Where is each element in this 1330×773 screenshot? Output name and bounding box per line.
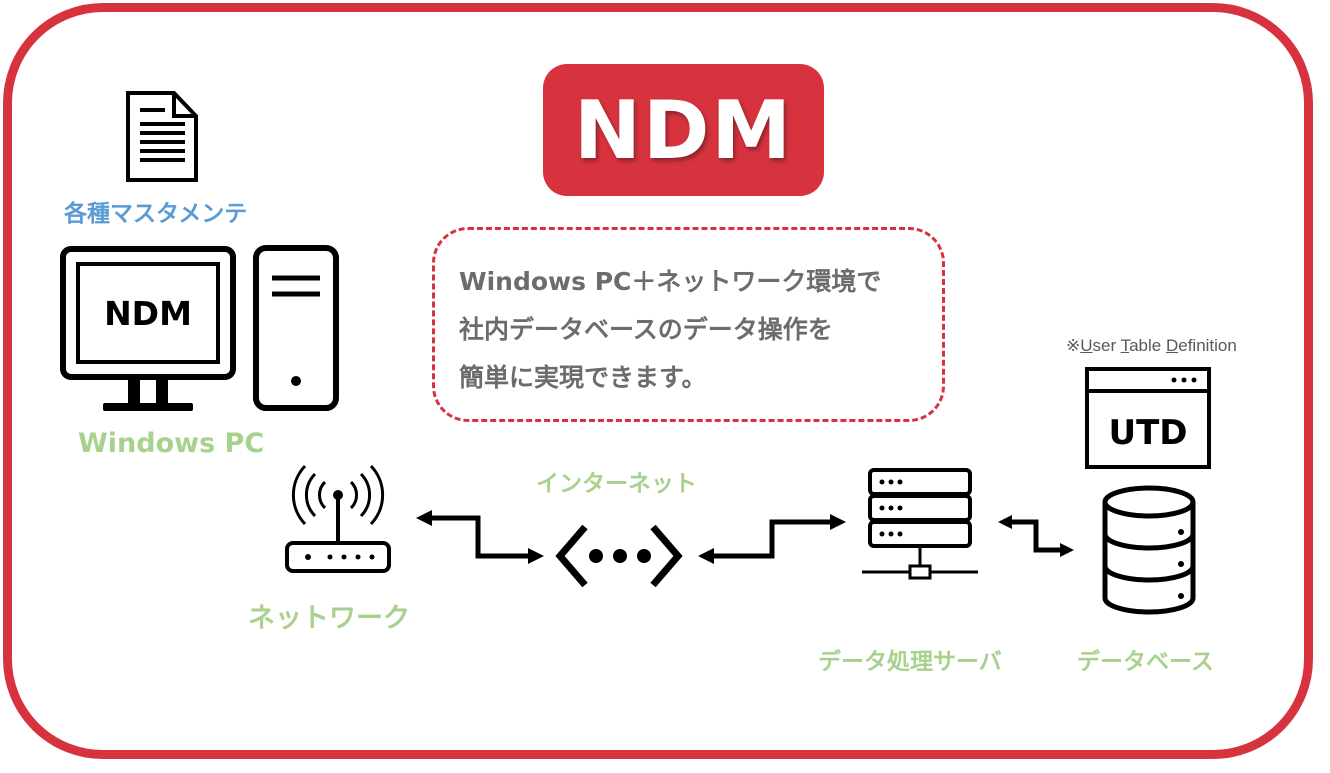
utd-note: ※User Table Definition xyxy=(1066,336,1237,356)
window-icon xyxy=(1085,367,1211,469)
server-icon xyxy=(862,468,978,580)
network-label: ネットワーク xyxy=(248,603,410,634)
utd-note-d: D xyxy=(1165,336,1179,355)
document-icon xyxy=(126,91,198,182)
arrow-server-database xyxy=(998,515,1074,557)
description-line-1: Windows PC＋ネットワーク環境で xyxy=(459,267,882,296)
diagram-frame xyxy=(3,3,1313,759)
arrow-router-internet xyxy=(416,510,544,564)
database-icon xyxy=(1102,485,1196,615)
utd-note-user: ser xyxy=(1092,336,1121,355)
description-callout: Windows PC＋ネットワーク環境で 社内データベースのデータ操作を 簡単に… xyxy=(432,227,945,422)
windows-pc-label: Windows PC xyxy=(78,428,265,459)
screen-text: NDM xyxy=(104,294,192,333)
utd-note-table: able xyxy=(1129,336,1166,355)
page-title: NDM xyxy=(574,83,793,177)
internet-label: インターネット xyxy=(536,471,697,497)
utd-note-prefix: ※ xyxy=(1066,336,1081,355)
database-label: データベース xyxy=(1077,649,1214,675)
internet-icon xyxy=(555,524,683,588)
monitor-icon xyxy=(60,246,236,411)
utd-note-definition: efinition xyxy=(1178,336,1237,355)
data-server-label: データ処理サーバ xyxy=(818,649,1002,675)
utd-label: UTD xyxy=(1108,413,1187,453)
title-banner: NDM xyxy=(543,64,824,196)
master-maintenance-label: 各種マスタメンテ xyxy=(64,201,248,227)
utd-note-u: U xyxy=(1080,336,1093,355)
router-icon xyxy=(285,464,391,573)
utd-note-t: T xyxy=(1120,336,1130,355)
arrow-internet-server xyxy=(698,514,846,564)
description-line-3: 簡単に実現できます。 xyxy=(459,363,707,392)
description-line-2: 社内データベースのデータ操作を xyxy=(459,315,833,344)
pc-tower-icon xyxy=(253,245,339,411)
